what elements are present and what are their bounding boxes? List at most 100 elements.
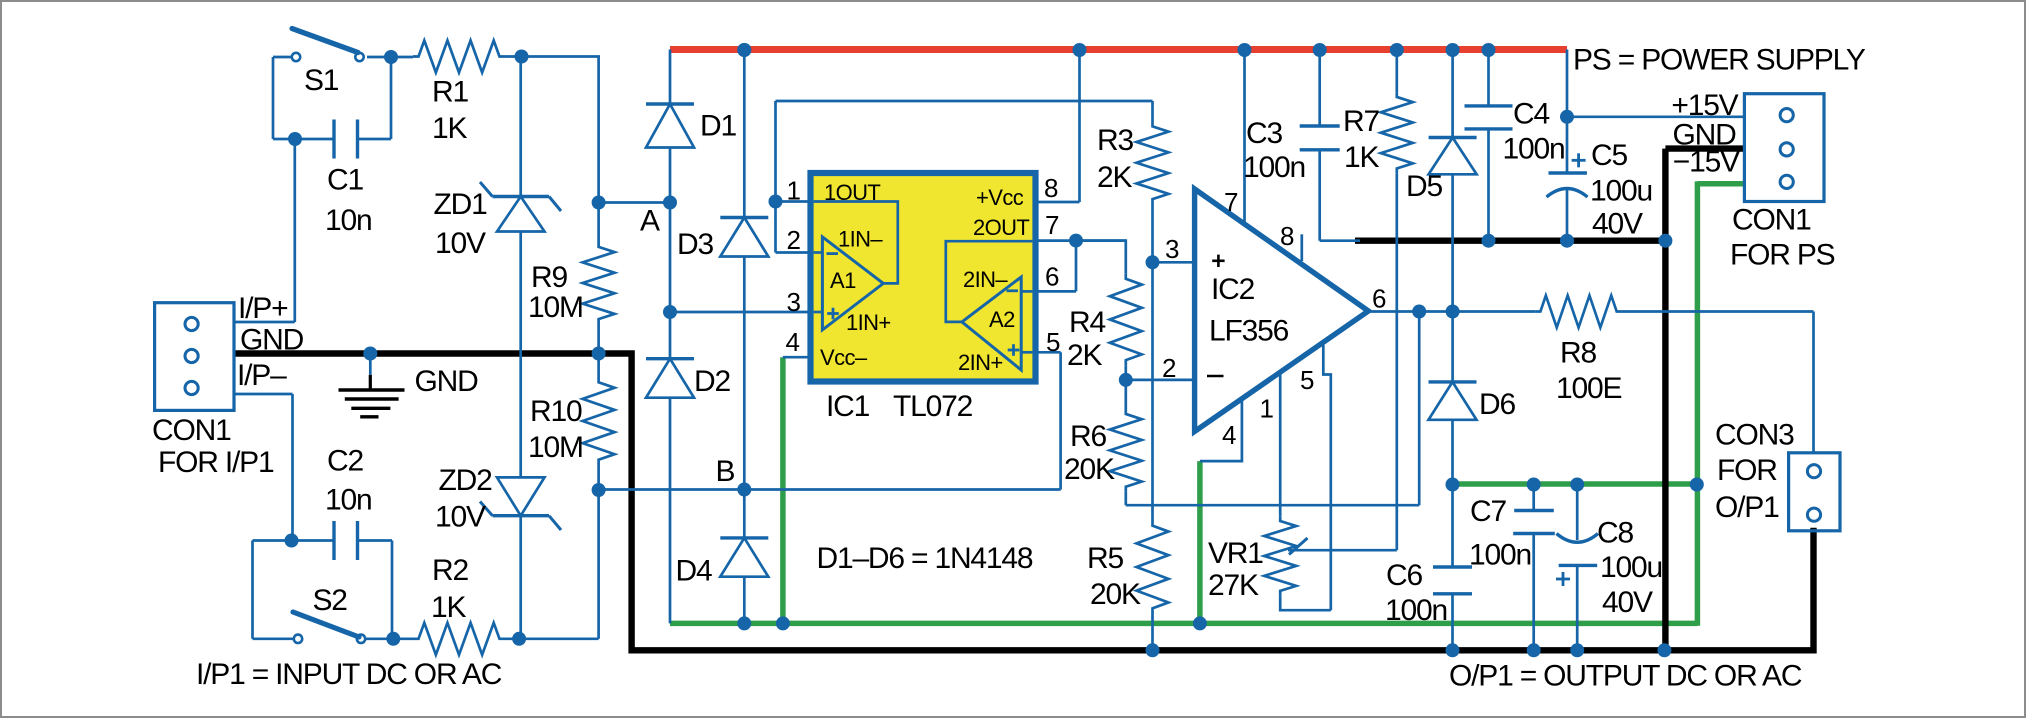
svg-text:5: 5 [1300,365,1314,395]
svg-text:100u: 100u [1590,175,1652,208]
svg-text:R7: R7 [1343,105,1379,138]
svg-text:10M: 10M [528,431,583,464]
svg-text:IC2: IC2 [1211,273,1255,306]
svg-text:8: 8 [1280,221,1294,251]
svg-text:C7: C7 [1470,495,1506,528]
svg-text:10n: 10n [325,204,371,237]
svg-text:+15V: +15V [1671,89,1738,122]
svg-text:GND: GND [1673,119,1737,152]
svg-text:IC1: IC1 [826,390,870,423]
svg-text:R5: R5 [1087,542,1123,575]
svg-text:−15V: −15V [1673,146,1740,179]
svg-text:40V: 40V [1592,208,1643,241]
svg-text:R2: R2 [432,554,468,587]
svg-text:D4: D4 [676,555,712,588]
svg-text:R1: R1 [432,76,468,109]
svg-text:ZD2: ZD2 [439,464,493,497]
svg-text:100n: 100n [1503,133,1565,166]
svg-text:3: 3 [1165,234,1179,264]
svg-text:C3: C3 [1246,117,1282,150]
svg-text:2OUT: 2OUT [973,215,1029,240]
svg-text:1K: 1K [432,112,467,145]
svg-text:D5: D5 [1406,170,1442,203]
svg-text:7: 7 [1224,187,1238,217]
svg-text:C4: C4 [1513,98,1549,131]
svg-text:CON1: CON1 [1732,204,1811,237]
svg-text:C6: C6 [1386,559,1422,592]
svg-text:2K: 2K [1097,161,1132,194]
svg-text:10V: 10V [435,227,486,260]
svg-text:I/P+: I/P+ [238,292,288,325]
svg-text:O/P1 = OUTPUT DC OR AC: O/P1 = OUTPUT DC OR AC [1449,660,1802,693]
svg-text:C2: C2 [327,445,363,478]
svg-text:+Vcc: +Vcc [976,185,1024,210]
svg-text:FOR: FOR [1717,454,1777,487]
svg-text:A1: A1 [830,268,856,293]
svg-text:D6: D6 [1479,388,1515,421]
svg-text:GND: GND [415,365,479,398]
svg-text:100n: 100n [1243,151,1305,184]
svg-text:6: 6 [1372,284,1386,314]
svg-text:1IN+: 1IN+ [846,310,891,335]
svg-text:ZD1: ZD1 [434,188,488,221]
svg-text:4: 4 [786,327,800,357]
svg-text:CON1: CON1 [152,414,231,447]
svg-text:R10: R10 [530,395,582,428]
svg-text:LF356: LF356 [1209,315,1289,348]
svg-text:S1: S1 [304,64,339,97]
svg-text:4: 4 [1222,420,1236,450]
svg-text:D3: D3 [677,228,713,261]
svg-text:10n: 10n [325,484,371,517]
svg-text:S2: S2 [313,584,348,617]
svg-text:Vcc–: Vcc– [820,345,868,370]
svg-text:2IN–: 2IN– [963,267,1008,292]
svg-text:D1: D1 [700,110,736,143]
svg-text:7: 7 [1045,210,1059,240]
svg-text:C5: C5 [1591,139,1627,172]
svg-text:TL072: TL072 [893,390,973,423]
svg-text:D1–D6 = 1N4148: D1–D6 = 1N4148 [817,542,1033,575]
svg-text:2K: 2K [1067,339,1102,372]
svg-text:1: 1 [1260,394,1274,424]
svg-text:5: 5 [1046,327,1060,357]
svg-text:R3: R3 [1097,124,1133,157]
svg-text:100u: 100u [1600,551,1662,584]
svg-text:8: 8 [1044,173,1058,203]
svg-text:PS = POWER SUPPLY: PS = POWER SUPPLY [1573,44,1866,77]
svg-text:FOR I/P1: FOR I/P1 [158,446,274,479]
svg-text:B: B [716,455,735,488]
svg-text:100n: 100n [1385,594,1447,627]
svg-text:1OUT: 1OUT [824,180,880,205]
svg-text:6: 6 [1045,262,1059,292]
svg-text:A: A [640,205,660,238]
svg-text:C8: C8 [1597,517,1633,550]
svg-text:R4: R4 [1069,306,1105,339]
svg-text:VR1: VR1 [1208,537,1263,570]
svg-text:10V: 10V [435,501,486,534]
svg-text:100E: 100E [1556,372,1621,405]
svg-text:1IN–: 1IN– [838,227,883,252]
svg-text:40V: 40V [1602,586,1653,619]
svg-text:D2: D2 [694,365,730,398]
svg-text:I/P–: I/P– [237,359,287,392]
svg-text:20K: 20K [1064,453,1115,486]
svg-text:R9: R9 [531,261,567,294]
svg-text:CON3: CON3 [1715,419,1794,452]
svg-text:100n: 100n [1469,539,1531,572]
svg-text:GND: GND [240,324,304,357]
svg-text:R8: R8 [1560,337,1596,370]
svg-text:2: 2 [787,225,801,255]
svg-text:2: 2 [1162,353,1176,383]
svg-text:I/P1 = INPUT DC OR AC: I/P1 = INPUT DC OR AC [196,658,502,691]
svg-text:1: 1 [787,176,801,206]
svg-text:A2: A2 [989,307,1015,332]
svg-text:R6: R6 [1070,420,1106,453]
svg-text:27K: 27K [1208,569,1259,602]
svg-text:10M: 10M [528,291,583,324]
svg-text:3: 3 [787,287,801,317]
svg-text:1K: 1K [1344,141,1379,174]
svg-text:C1: C1 [327,164,363,197]
svg-text:FOR PS: FOR PS [1730,239,1835,272]
svg-text:2IN+: 2IN+ [958,350,1003,375]
svg-text:O/P1: O/P1 [1715,491,1779,524]
